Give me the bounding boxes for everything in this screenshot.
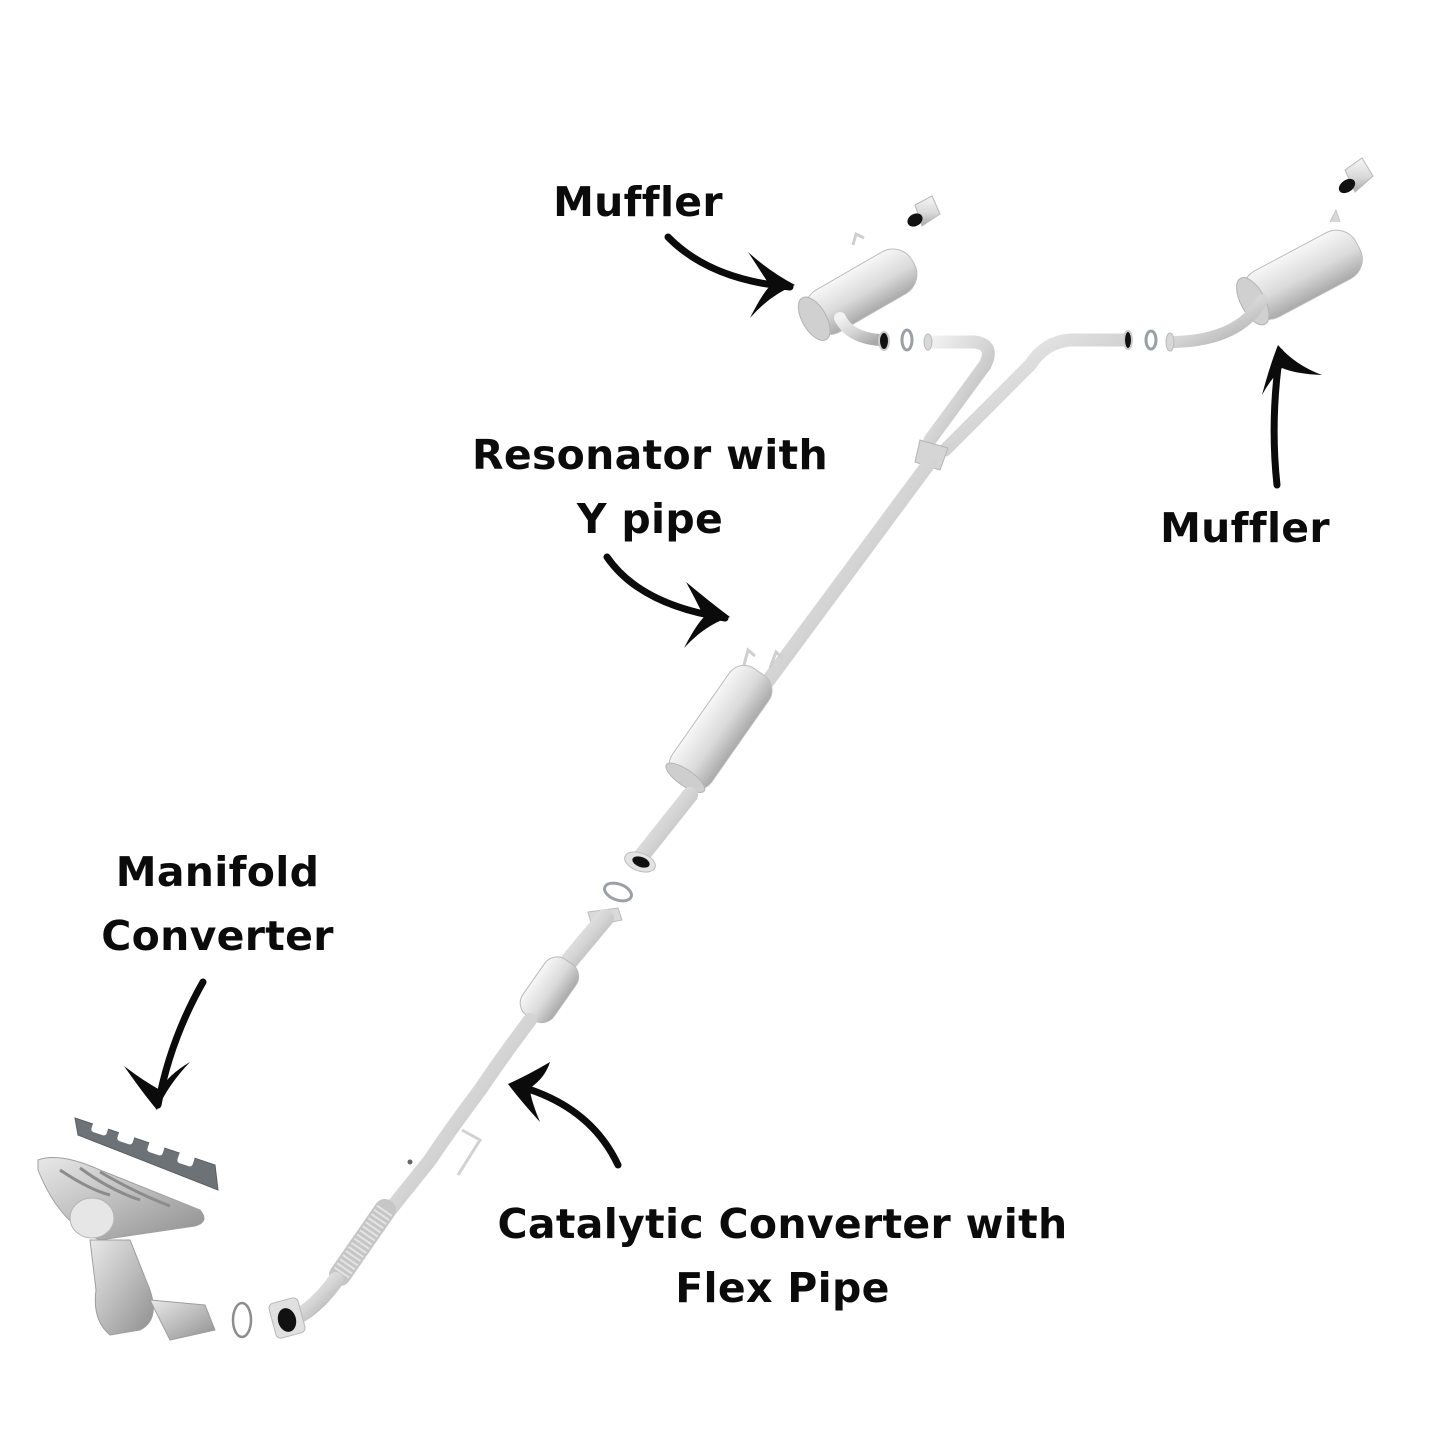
right-muffler: [1144, 157, 1374, 352]
arrow-resonator: [603, 553, 730, 648]
flex-pipe: [268, 1199, 396, 1339]
arrow-manifold: [124, 978, 207, 1110]
left-muffler: [797, 195, 941, 352]
arrow-catalytic: [508, 1062, 622, 1169]
arrow-muffler-left: [664, 233, 795, 318]
label-catalytic-line2: Flex Pipe: [675, 1264, 890, 1312]
label-muffler-left: Muffler: [548, 170, 728, 234]
right-exhaust-tip: [1338, 157, 1374, 194]
label-muffler-left-text: Muffler: [553, 178, 723, 226]
manifold-converter: [37, 1117, 219, 1341]
label-muffler-right-text: Muffler: [1160, 504, 1330, 552]
left-exhaust-tip: [907, 195, 941, 227]
label-manifold-line2: Converter: [101, 912, 334, 960]
manifold-gasket: [74, 1117, 219, 1191]
label-resonator-line2: Y pipe: [576, 495, 724, 543]
label-manifold: Manifold Converter: [80, 840, 355, 968]
resonator: [624, 664, 773, 873]
label-catalytic-line1: Catalytic Converter with: [497, 1200, 1068, 1248]
label-resonator: Resonator with Y pipe: [450, 423, 850, 551]
label-resonator-line1: Resonator with: [472, 431, 828, 479]
arrow-muffler-right: [1262, 345, 1322, 489]
gasket: [603, 881, 633, 903]
label-manifold-line1: Manifold: [115, 848, 320, 896]
y-pipe: [742, 330, 1133, 692]
o-ring: [231, 1301, 253, 1339]
catalytic-converter: [383, 907, 623, 1217]
label-muffler-right: Muffler: [1155, 496, 1335, 560]
label-catalytic: Catalytic Converter with Flex Pipe: [470, 1192, 1095, 1320]
